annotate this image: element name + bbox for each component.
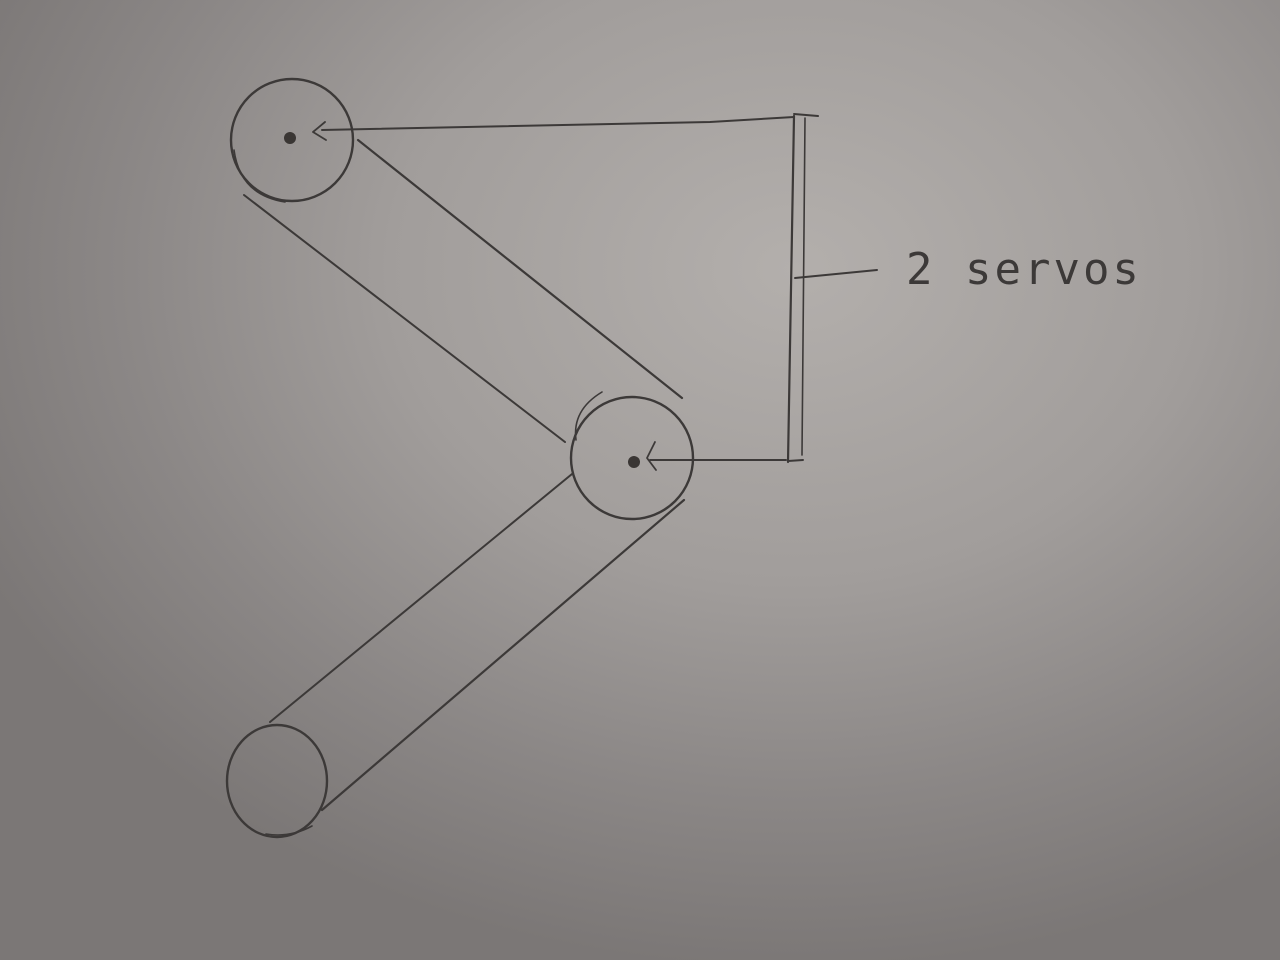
middle-servo-arrow	[646, 441, 787, 471]
top-servo-joint	[229, 77, 355, 203]
top-joint-pivot-dot	[284, 132, 296, 144]
middle-joint-pivot-dot	[628, 456, 640, 468]
servos-annotation-label: 2 servos	[906, 244, 1142, 295]
top-servo-arrow	[312, 116, 795, 141]
servo-bracket	[786, 113, 878, 464]
upper-arm-link	[243, 138, 684, 443]
end-effector-circle	[225, 723, 329, 839]
lower-arm-link	[269, 473, 686, 812]
middle-servo-joint	[569, 391, 695, 521]
